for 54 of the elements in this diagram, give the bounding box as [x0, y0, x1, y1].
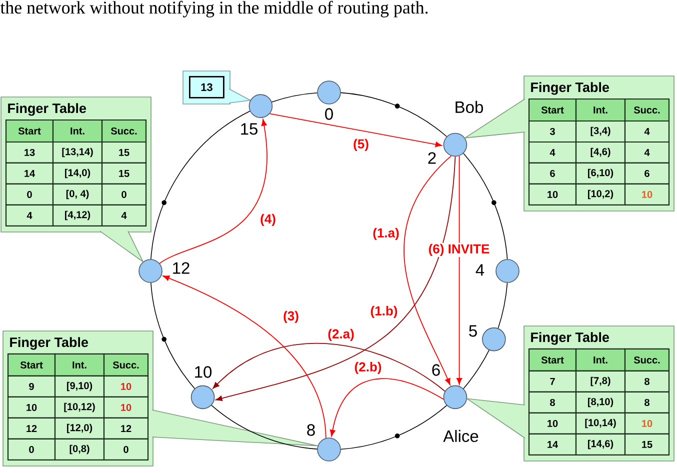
- table-cell: 0: [103, 438, 149, 461]
- edge-label: (3): [282, 310, 300, 324]
- edge-label: (6) INVITE: [427, 242, 491, 258]
- peer-name: Bob: [456, 100, 483, 114]
- message-arrow: [404, 156, 452, 386]
- table-cell: 12: [103, 417, 149, 440]
- table-header-cell: Int.: [54, 353, 105, 377]
- table-cell: 12: [7, 417, 56, 440]
- ring-line: [340, 405, 448, 450]
- table-cell: 0: [7, 438, 56, 461]
- table-cell: [12,0): [54, 417, 105, 440]
- table-cell: 10: [103, 375, 149, 398]
- table-cell: 10: [7, 396, 56, 419]
- message-arrow: [216, 156, 456, 402]
- ring-line: [150, 282, 196, 389]
- message-arrow: [330, 378, 444, 436]
- node-number: 15: [241, 123, 258, 135]
- node-number: 2: [428, 152, 436, 164]
- table-cell: [0,8): [54, 438, 105, 461]
- table-cell: [10,12): [54, 396, 105, 419]
- table-title: Finger Table: [10, 337, 88, 350]
- edge-label: (2.b): [353, 360, 383, 376]
- table-cell: [9,10): [54, 375, 105, 398]
- ring-line: [340, 92, 448, 137]
- edge-label: (1.a): [372, 226, 400, 242]
- node-number: 6: [432, 364, 440, 376]
- message-arrow: [212, 342, 446, 392]
- edge-label: (2.a): [326, 328, 356, 342]
- table-header-cell: Start: [7, 353, 56, 377]
- node-number: 0: [325, 108, 333, 120]
- key-box: 13: [189, 76, 224, 98]
- table-cell: 9: [7, 375, 56, 398]
- edge-label: (5): [352, 138, 370, 152]
- edge-label: (1.b): [369, 304, 399, 320]
- ring-line: [498, 282, 508, 329]
- node-number: 10: [195, 366, 212, 378]
- message-arrow: [269, 113, 442, 148]
- table-cell: 10: [103, 396, 149, 419]
- ring-line: [463, 152, 508, 260]
- ring-line: [211, 404, 318, 450]
- message-arrow: [159, 119, 268, 264]
- edge-label: (4): [259, 212, 277, 228]
- paragraph-text: the network without notifying in the middle of routing path.: [0, 0, 428, 18]
- node-number: 8: [307, 424, 315, 436]
- table-header-cell: Succ.: [103, 353, 149, 377]
- peer-name: Alice: [443, 430, 478, 442]
- node-number: 5: [469, 325, 477, 337]
- message-arrow: [456, 156, 462, 385]
- node-number: 4: [476, 264, 484, 276]
- message-arrow: [162, 276, 326, 438]
- ring-line: [271, 92, 318, 102]
- ring-line: [150, 110, 250, 260]
- node-number: 12: [173, 262, 190, 274]
- ring-line: [463, 350, 490, 390]
